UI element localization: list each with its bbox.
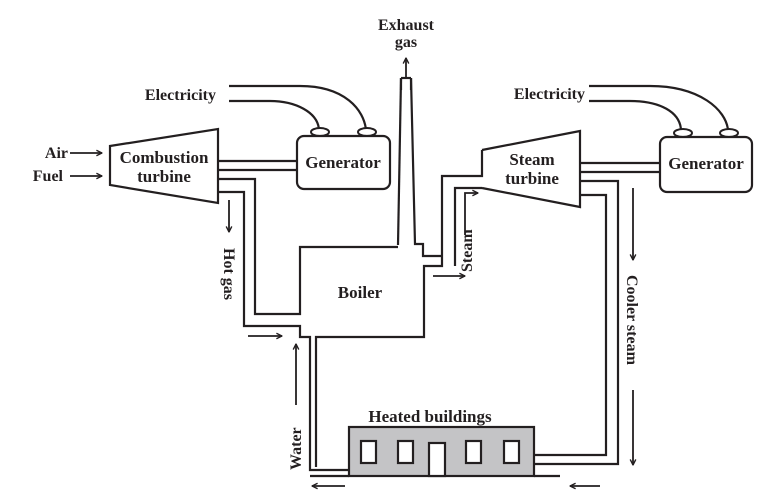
generator-left-label: Generator: [305, 153, 381, 172]
boiler-label: Boiler: [338, 283, 383, 302]
electricity-wires-right: [589, 84, 730, 131]
shaft-right: [580, 161, 660, 174]
air-label: Air: [45, 145, 68, 162]
window-icon: [502, 439, 521, 465]
combustion-turbine-label-line2: turbine: [137, 167, 191, 186]
door-icon: [427, 441, 447, 478]
combustion-turbine-label-line1: Combustion: [120, 148, 209, 167]
electricity-wires-left: [229, 84, 368, 131]
steam-pipe: [440, 150, 484, 266]
generator-right: Generator: [658, 128, 754, 194]
electricity-right-label: Electricity: [514, 86, 585, 103]
generator-terminal-icon: [310, 127, 330, 137]
steam-label: Steam: [459, 229, 476, 272]
generator-terminal-icon: [357, 127, 377, 137]
generator-left: Generator: [295, 127, 392, 191]
generator-right-label: Generator: [668, 154, 744, 173]
cooler-steam-pipe: [534, 179, 620, 466]
steam-turbine-label-line1: Steam: [509, 150, 554, 169]
exhaust-label-line2: gas: [395, 34, 417, 51]
generator-terminal-icon: [673, 128, 693, 138]
boiler: Boiler: [314, 256, 444, 467]
generator-terminal-icon: [719, 128, 739, 138]
exhaust-gas-label: Exhaust gas: [378, 17, 435, 51]
electricity-left-label: Electricity: [145, 87, 216, 104]
exhaust-label-line1: Exhaust: [378, 17, 435, 34]
heated-buildings-label: Heated buildings: [368, 407, 492, 426]
steam-turbine: Steam turbine: [481, 129, 582, 209]
hot-gas-duct: [218, 177, 398, 472]
shaft-left: [218, 159, 297, 172]
combustion-turbine: Combustion turbine: [108, 127, 220, 205]
steam-turbine-label-line2: turbine: [505, 169, 559, 188]
exhaust-stack: [396, 76, 442, 258]
hot-gas-label: Hot gas: [220, 248, 237, 300]
heated-buildings: [347, 425, 536, 478]
window-icon: [464, 439, 483, 465]
water-label: Water: [288, 427, 305, 470]
window-icon: [396, 439, 415, 465]
steam-arrow-icon: [464, 193, 478, 235]
window-icon: [359, 439, 378, 465]
fuel-label: Fuel: [33, 168, 64, 185]
cooler-steam-label: Cooler steam: [623, 275, 640, 366]
